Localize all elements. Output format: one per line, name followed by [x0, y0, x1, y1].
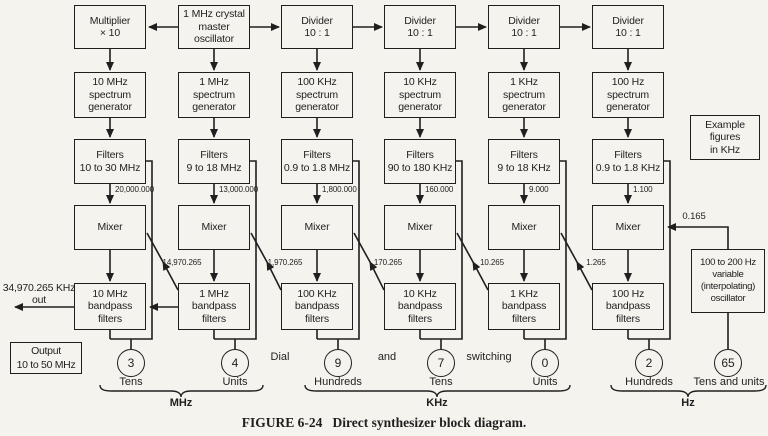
filters-box-6: Filters 0.9 to 1.8 KHz	[592, 139, 664, 184]
dial-position-label: Tens and units	[693, 376, 765, 388]
feed-value-label: 170.265	[373, 258, 403, 267]
bandpass-box-4: 10 KHz bandpass filters	[384, 283, 456, 330]
dial-digit: 2	[635, 349, 663, 377]
bandpass-box-1: 10 MHz bandpass filters	[74, 283, 146, 330]
mixer-box-1: Mixer	[74, 205, 146, 250]
group-unit-label-hz: Hz	[681, 397, 695, 409]
interp-feed-value-label: 0.165	[682, 211, 706, 222]
spectrum-generator-box-3: 100 KHz spectrum generator	[281, 72, 353, 118]
filter-value-label: 1,800.000	[322, 185, 357, 194]
filters-box-3: Filters 0.9 to 1.8 MHz	[281, 139, 353, 184]
output-frequency-label: 34,970.265 KHz out	[2, 282, 76, 306]
spectrum-generator-box-1: 10 MHz spectrum generator	[74, 72, 146, 118]
master-oscillator-box: 1 MHz crystal master oscillator	[178, 5, 250, 49]
group-unit-label-mhz: MHz	[169, 397, 193, 409]
spectrum-generator-box-5: 1 KHz spectrum generator	[488, 72, 560, 118]
spectrum-generator-box-2: 1 MHz spectrum generator	[178, 72, 250, 118]
filter-value-label: 20,000.000	[115, 185, 155, 194]
feed-value-label: 14,970.265	[162, 258, 202, 267]
example-note-box: Example figures in KHz	[690, 115, 760, 160]
interpolating-oscillator-box: 100 to 200 Hz variable (interpolating) o…	[691, 249, 765, 313]
dial-position-label: Hundreds	[314, 376, 362, 388]
dial-digit: 9	[324, 349, 352, 377]
figure-caption: FIGURE 6-24 Direct synthesizer block dia…	[241, 415, 527, 430]
dial-digit: 3	[117, 349, 145, 377]
dial-position-label: Hundreds	[625, 376, 673, 388]
feed-value-label: 10.265	[480, 258, 504, 267]
mixer-box-2: Mixer	[178, 205, 250, 250]
divider-box-4: Divider 10 : 1	[592, 5, 664, 49]
filters-box-4: Filters 90 to 180 KHz	[384, 139, 456, 184]
mixer-box-4: Mixer	[384, 205, 456, 250]
filters-box-2: Filters 9 to 18 MHz	[178, 139, 250, 184]
multiplier-box: Multiplier × 10	[74, 5, 146, 49]
divider-box-1: Divider 10 : 1	[281, 5, 353, 49]
spectrum-generator-box-6: 100 Hz spectrum generator	[592, 72, 664, 118]
filter-value-label: 13,000.000	[219, 185, 259, 194]
bandpass-box-2: 1 MHz bandpass filters	[178, 283, 250, 330]
and-word: and	[377, 351, 397, 363]
filters-box-5: Filters 9 to 18 KHz	[488, 139, 560, 184]
dial-digit: 0	[531, 349, 559, 377]
mixer-box-6: Mixer	[592, 205, 664, 250]
dial-position-label: Tens	[119, 376, 143, 388]
filter-value-label: 1.100	[633, 185, 653, 194]
dial-digit: 4	[221, 349, 249, 377]
bandpass-box-6: 100 Hz bandpass filters	[592, 283, 664, 330]
filter-value-label: 160.000	[425, 185, 454, 194]
output-range-box: Output 10 to 50 MHz	[10, 342, 82, 374]
dial-position-label: Units	[222, 376, 248, 388]
mixer-box-3: Mixer	[281, 205, 353, 250]
bandpass-box-5: 1 KHz bandpass filters	[488, 283, 560, 330]
filter-value-label: 9.000	[529, 185, 549, 194]
spectrum-generator-box-4: 10 KHz spectrum generator	[384, 72, 456, 118]
dial-word: Dial	[270, 351, 290, 363]
switching-word: switching	[466, 351, 512, 363]
mixer-box-5: Mixer	[488, 205, 560, 250]
divider-box-3: Divider 10 : 1	[488, 5, 560, 49]
feed-value-label: 1.265	[586, 258, 606, 267]
group-unit-label-khz: KHz	[426, 397, 448, 409]
interp-dial-digit: 65	[714, 349, 742, 377]
filters-box-1: Filters 10 to 30 MHz	[74, 139, 146, 184]
dial-position-label: Units	[532, 376, 558, 388]
dial-digit: 7	[427, 349, 455, 377]
bandpass-box-3: 100 KHz bandpass filters	[281, 283, 353, 330]
feed-value-label: 1,970.265	[267, 258, 303, 267]
divider-box-2: Divider 10 : 1	[384, 5, 456, 49]
dial-position-label: Tens	[429, 376, 453, 388]
